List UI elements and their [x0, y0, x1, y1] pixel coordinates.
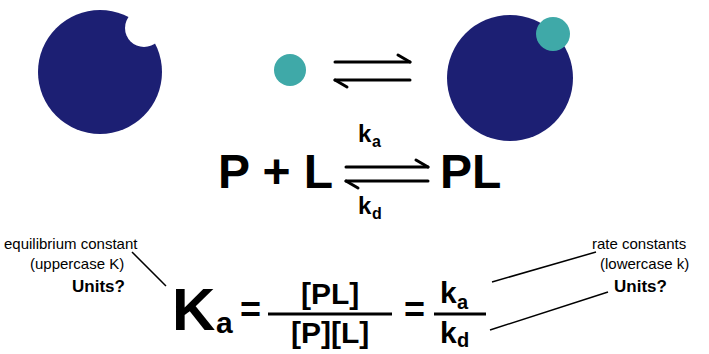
complex: PL	[440, 148, 501, 196]
forward-arrow	[335, 61, 410, 64]
reaction-arrows	[346, 160, 428, 188]
annotation: equilibrium constant	[4, 236, 137, 251]
bound-ligand	[536, 17, 570, 51]
leader-line	[132, 252, 166, 286]
denominator: [P][L]	[291, 318, 369, 348]
equals-sign: =	[404, 292, 425, 328]
binding-pocket	[125, 9, 163, 47]
subscript: a	[457, 292, 468, 312]
subscript: a	[216, 308, 233, 338]
arrow-head	[335, 80, 347, 87]
rate-symbol: k	[358, 194, 371, 218]
constant-symbol: K	[172, 280, 215, 340]
question: Units?	[614, 278, 667, 295]
ligand	[274, 54, 306, 86]
leader-line	[490, 292, 608, 330]
equilibrium-arrows	[335, 55, 410, 87]
rate-symbol: k	[358, 122, 371, 146]
subscript: a	[372, 134, 381, 150]
equals-sign: =	[240, 292, 261, 328]
question: Units?	[72, 278, 125, 295]
rate-symbol: k	[440, 318, 457, 348]
arrow-head	[416, 160, 428, 167]
reactants: P + L	[218, 148, 333, 196]
reverse-arrow	[346, 180, 428, 183]
annotation: (lowercase k)	[600, 256, 689, 271]
arrow-head	[346, 181, 358, 188]
forward-arrow	[346, 166, 428, 169]
fraction-bar	[268, 313, 392, 316]
protein	[38, 10, 162, 134]
annotation: rate constants	[592, 236, 686, 251]
annotation: (uppercase K)	[30, 256, 124, 271]
protein-complex	[447, 15, 573, 141]
subscript: d	[457, 330, 469, 350]
numerator: [PL]	[301, 279, 359, 309]
leader-line	[492, 252, 596, 282]
reverse-arrow	[335, 79, 410, 82]
subscript: d	[372, 206, 382, 222]
arrow-head	[398, 55, 410, 62]
fraction-bar	[434, 313, 486, 316]
rate-symbol: k	[440, 278, 457, 308]
